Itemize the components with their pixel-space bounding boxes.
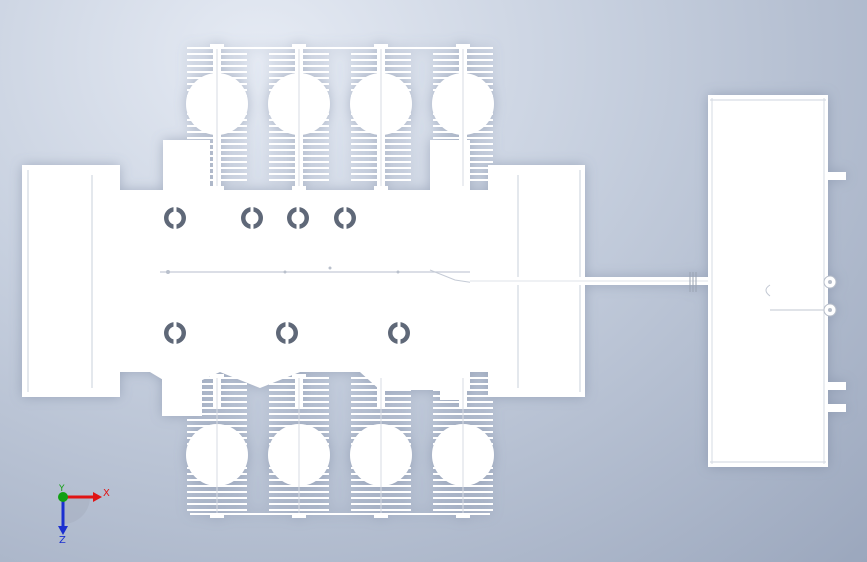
port-notch [250, 224, 254, 230]
rod-cap [292, 374, 306, 378]
cylinder [186, 374, 248, 518]
rod-cap [292, 514, 306, 518]
lower-ports [164, 321, 410, 345]
x-axis-arrowhead [93, 492, 102, 502]
rod-cap [210, 44, 224, 48]
y-axis-dot [58, 492, 68, 502]
triad-plane-quadrant [63, 497, 90, 524]
mount-port [388, 321, 410, 345]
port-notch [173, 339, 177, 345]
rod-cap [210, 186, 224, 190]
cylinder [268, 44, 330, 212]
port-notch [397, 321, 401, 327]
mount-port [276, 321, 298, 345]
crankshaft [160, 266, 476, 284]
cylinder [350, 44, 412, 212]
port-bore [280, 326, 294, 340]
rod-cap [210, 514, 224, 518]
mount-port [241, 206, 263, 230]
port-notch [343, 224, 347, 230]
cylinder [350, 374, 412, 518]
mount-port [164, 321, 186, 345]
port-notch [296, 206, 300, 212]
engine-assembly [22, 44, 846, 518]
port-notch [285, 339, 289, 345]
crankcase-body [98, 140, 515, 390]
mount-port [164, 206, 186, 230]
cylinder [432, 374, 494, 518]
rod-cap [456, 44, 470, 48]
rod-cap [456, 186, 470, 190]
port-bore [168, 211, 182, 225]
x-axis-label: X [103, 488, 110, 499]
port-bore [338, 211, 352, 225]
port-bore [168, 326, 182, 340]
rod-cap [456, 514, 470, 518]
port-notch [250, 206, 254, 212]
rod-cap [374, 44, 388, 48]
port-notch [173, 206, 177, 212]
port-bore [291, 211, 305, 225]
rod-cap [210, 374, 224, 378]
rod-cap [374, 186, 388, 190]
cylinder [268, 374, 330, 518]
drive-shaft [470, 272, 710, 292]
rod-cap [374, 374, 388, 378]
mount-port [334, 206, 356, 230]
coordinate-triad[interactable]: X Y Z [58, 484, 110, 546]
mount-port [287, 206, 309, 230]
port-notch [343, 206, 347, 212]
z-axis-label: Z [59, 535, 66, 546]
rod-cap [292, 44, 306, 48]
rod-cap [292, 186, 306, 190]
rod-cap [456, 374, 470, 378]
gearbox-housing [708, 95, 846, 467]
y-axis-label: Y [58, 484, 65, 494]
port-notch [397, 339, 401, 345]
upper-ports [164, 206, 356, 230]
upper-cylinder-bank [186, 44, 494, 212]
port-bore [392, 326, 406, 340]
port-notch [285, 321, 289, 327]
lower-cylinder-bank [186, 374, 494, 518]
cylinder [432, 44, 494, 212]
port-bore [245, 211, 259, 225]
z-axis-arrowhead [58, 526, 68, 535]
cylinder [186, 44, 248, 212]
port-notch [173, 224, 177, 230]
port-notch [173, 321, 177, 327]
rod-cap [374, 514, 388, 518]
port-notch [296, 224, 300, 230]
